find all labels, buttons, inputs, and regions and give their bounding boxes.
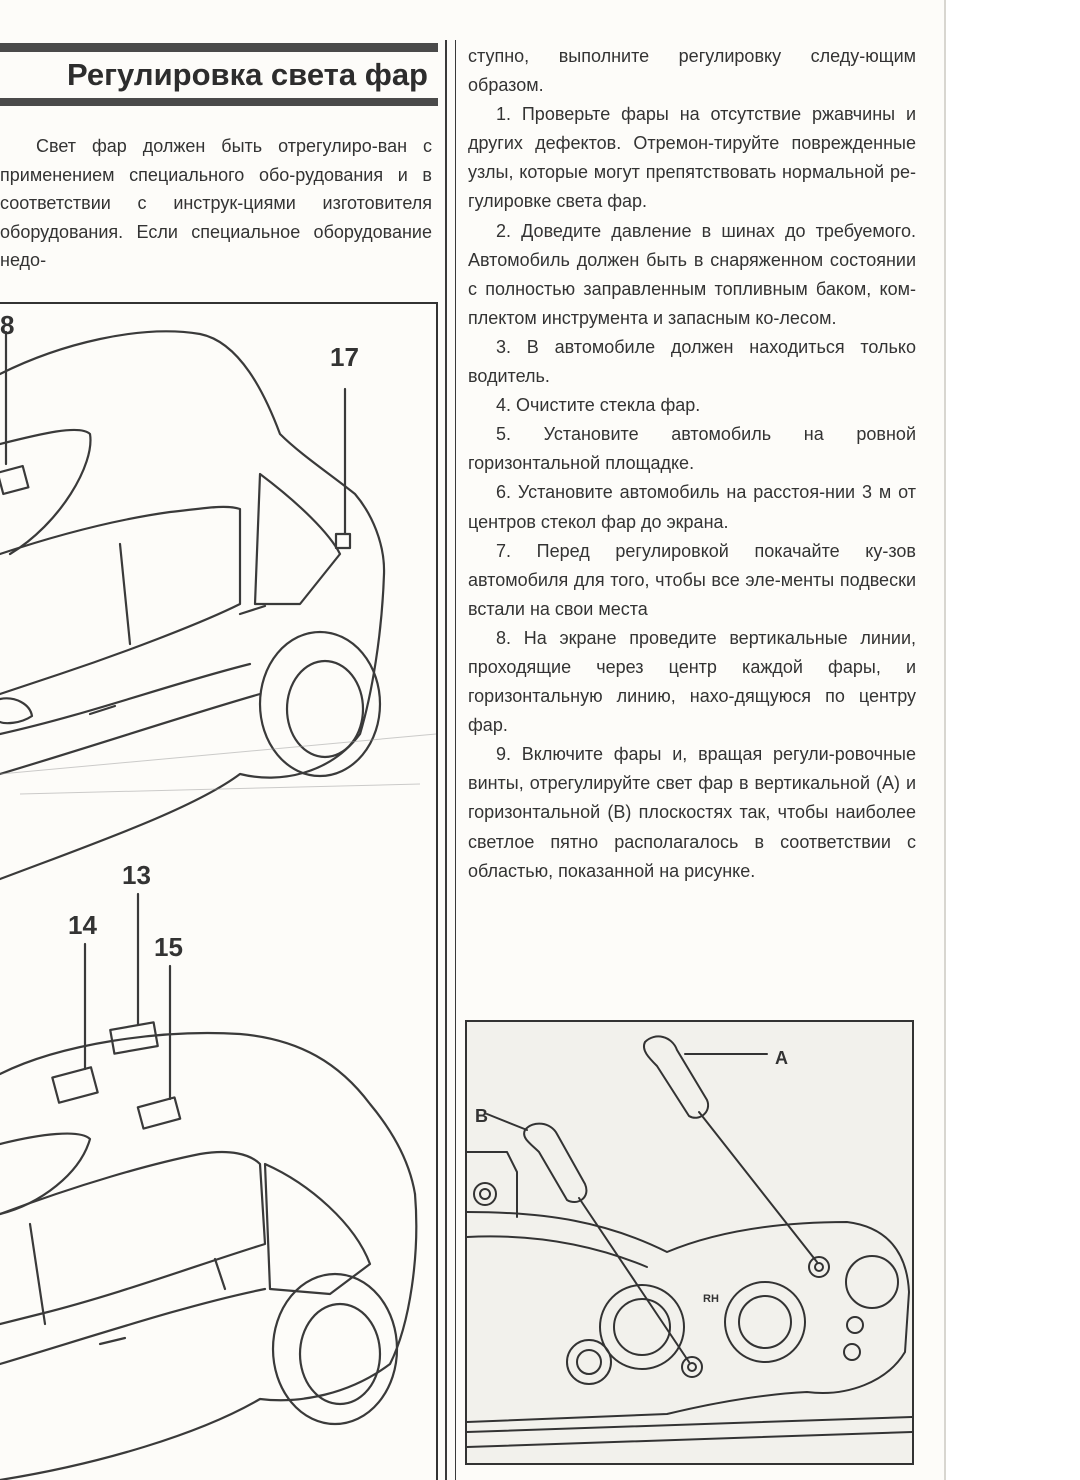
callout-14: 14 — [68, 910, 97, 940]
lower-car-wheel-inner — [298, 1302, 382, 1406]
screwdriver-b-handle — [523, 1122, 588, 1203]
lower-car-roof — [0, 1031, 417, 1196]
upper-car-rear-window — [253, 472, 342, 606]
lower-car-sunroof — [0, 1132, 92, 1216]
column-divider-inner — [455, 40, 456, 1480]
step-4: 4. Очистите стекла фар. — [496, 395, 701, 416]
mount-left-inner — [479, 1188, 491, 1200]
lower-car-door-line — [0, 1287, 267, 1366]
callout-15: 15 — [154, 932, 183, 962]
step-2: 2. Доведите давление в шинах до требуемо… — [468, 220, 916, 328]
heading-rule-top — [0, 43, 438, 52]
step-5: 5. Установите автомобиль на ровной гориз… — [468, 424, 916, 474]
step-8: 8. На экране проведите вертикальные лини… — [468, 627, 916, 736]
lower-car-handle-2 — [98, 1336, 127, 1346]
lower-car-body — [0, 1192, 418, 1480]
step-1: 1. Проверьте фары на отсутствие ржавчины… — [468, 104, 916, 212]
upper-car-wheel — [258, 630, 382, 778]
connector-inner — [576, 1349, 602, 1375]
screwdriver-a-shaft — [698, 1111, 818, 1263]
car-drawing — [0, 330, 436, 1480]
upper-car-door-line — [0, 662, 252, 736]
mount-bottom-right — [843, 1343, 861, 1361]
component-8 — [0, 464, 30, 496]
upper-car-sunroof — [0, 428, 92, 556]
headlight-adjustment-figure: A B RH — [465, 1020, 914, 1465]
adjuster-screw-a-inner — [814, 1262, 824, 1272]
label-a: A — [775, 1048, 788, 1068]
housing-bottom-edge — [466, 1416, 913, 1433]
upper-car-pillar — [118, 542, 132, 646]
callout-8: 8 — [0, 310, 15, 340]
component-15 — [136, 1096, 182, 1130]
upper-car-sill — [0, 692, 262, 776]
upper-car-mirror — [0, 697, 34, 725]
screwdriver-b-shaft — [578, 1197, 690, 1363]
column-divider — [445, 40, 447, 1480]
upper-car-wheel-inner — [285, 659, 365, 759]
lower-car-window — [0, 1150, 267, 1326]
adjuster-screw-a — [808, 1256, 830, 1278]
housing-top-bracket — [466, 1151, 518, 1218]
component-13 — [109, 1021, 159, 1055]
step-9: 9. Включите фары и, вращая регули-ровочн… — [468, 744, 916, 881]
upper-car-handle-2 — [88, 704, 117, 716]
upper-car-roof — [0, 330, 386, 576]
housing-bottom-edge-2 — [466, 1431, 913, 1448]
upper-car-body — [0, 572, 386, 881]
intro-paragraph: Свет фар должен быть отрегулиро-ван с пр… — [0, 132, 432, 275]
bleed-through-1 — [0, 733, 436, 775]
step-3: 3. В автомобиле должен находиться только… — [468, 336, 916, 387]
housing-inner — [466, 1235, 648, 1268]
bleed-through-2 — [19, 783, 421, 795]
bulb-left-inner — [613, 1298, 671, 1356]
instructions-column: ступно, выполните регулировку следу-ющим… — [468, 42, 916, 886]
connector — [566, 1339, 612, 1385]
lower-car-rear — [263, 1162, 372, 1296]
step-7: 7. Перед регулировкой покачайте ку-зов а… — [468, 540, 916, 619]
bulb-right-outer — [724, 1281, 806, 1363]
heading-rule-bottom — [0, 98, 438, 106]
label-rh: RH — [703, 1293, 719, 1305]
adjuster-screw-b — [681, 1356, 703, 1378]
label-b: B — [475, 1106, 488, 1126]
car-figure: 8 17 13 14 15 — [0, 302, 438, 1480]
housing-round-right — [845, 1255, 899, 1309]
mount-right — [846, 1316, 864, 1334]
mount-left — [473, 1182, 497, 1206]
lower-car-wheel — [271, 1272, 399, 1426]
component-14 — [51, 1066, 99, 1104]
headlight-drawing: A B RH — [466, 1022, 913, 1463]
component-17 — [334, 532, 352, 550]
lower-car-pillar — [28, 1222, 47, 1326]
adjuster-screw-b-inner — [687, 1362, 697, 1372]
screwdriver-b-callout — [486, 1113, 528, 1131]
callout-13: 13 — [122, 860, 151, 890]
page-edge — [944, 0, 946, 1480]
section-heading: Регулировка света фар — [67, 57, 428, 92]
step-6: 6. Установите автомобиль на расстоя-нии … — [468, 482, 916, 532]
continuation-text: ступно, выполните регулировку следу-ющим… — [468, 46, 916, 96]
callout-17: 17 — [330, 342, 359, 372]
upper-car-handle — [238, 604, 267, 616]
intro-text: Свет фар должен быть отрегулиро-ван с пр… — [0, 136, 432, 270]
bulb-left-outer — [599, 1284, 685, 1370]
page-margin — [946, 0, 1080, 1480]
headlight-housing — [466, 1211, 910, 1423]
upper-car-window — [0, 505, 242, 696]
bulb-right-inner — [738, 1295, 792, 1349]
lower-car-handle — [213, 1257, 227, 1291]
screwdriver-a-handle — [643, 1035, 710, 1119]
